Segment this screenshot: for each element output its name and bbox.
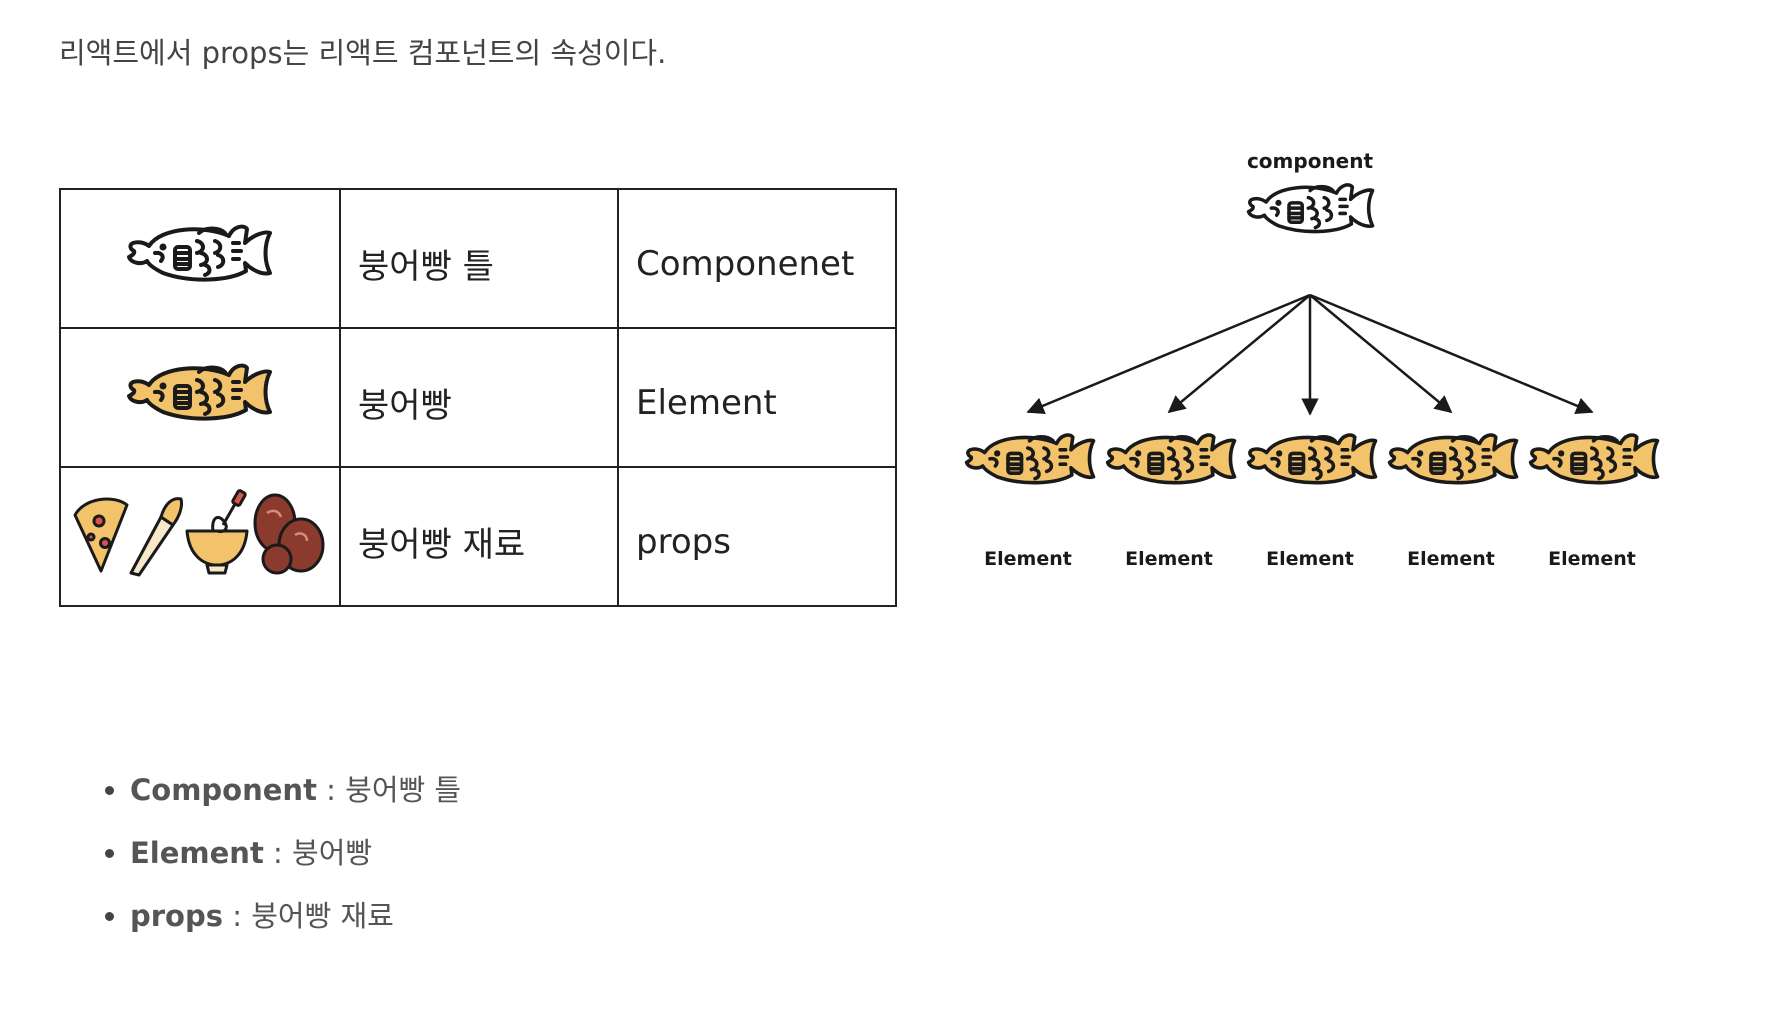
element-fish-icon [1105, 433, 1237, 485]
element-fish-icon [964, 433, 1096, 485]
arrow [1309, 293, 1594, 415]
list-term: props [130, 899, 224, 933]
row-english-cell: props [617, 466, 897, 607]
table-korean-text: 붕어빵 틀 [358, 247, 494, 287]
mixing-bowl-icon [185, 489, 249, 575]
table-row: 붕어빵 Element [59, 327, 897, 468]
list-term: Component [130, 773, 317, 807]
piping-bag-icon [129, 497, 183, 577]
component-element-diagram: component Element Element [945, 140, 1675, 580]
list-term: Element [130, 836, 264, 870]
row-icon-cell [59, 327, 341, 468]
element-fish-icon [1246, 433, 1378, 485]
list-desc: 붕어빵 틀 [345, 773, 462, 807]
table-row: 붕어빵 틀 Componenet [59, 188, 897, 329]
element-label: Element [1266, 548, 1354, 570]
list-item: Element : 붕어빵 [130, 833, 461, 873]
component-fish-icon [1246, 183, 1375, 234]
table-korean-text: 붕어빵 [358, 386, 452, 426]
element-label: Element [1548, 548, 1636, 570]
component-label: component [1247, 149, 1374, 173]
row-icon-cell [59, 188, 341, 329]
list-desc: 붕어빵 [292, 836, 373, 870]
row-icon-cell [59, 466, 341, 607]
row-english-cell: Componenet [617, 188, 897, 329]
element-label: Element [984, 548, 1072, 570]
fish-filled-icon [127, 363, 272, 421]
element-fish-icon [1387, 433, 1519, 485]
intro-text: 리액트에서 props는 리액트 컴포넌트의 속성이다. [59, 36, 667, 70]
mapping-table: 붕어빵 틀 Componenet 붕어빵 Element [59, 188, 897, 607]
row-korean-cell: 붕어빵 [339, 327, 619, 468]
list-separator: : [316, 773, 346, 807]
list-separator: : [263, 836, 293, 870]
ingredients-icons [73, 489, 325, 577]
list-item: Component : 붕어빵 틀 [130, 770, 461, 810]
pizza-icon [73, 497, 129, 573]
table-english-text: Componenet [636, 243, 855, 284]
element-label: Element [1125, 548, 1213, 570]
table-row: 붕어빵 재료 props [59, 466, 897, 607]
table-english-text: props [636, 521, 731, 562]
fish-outline-icon [127, 224, 272, 282]
red-beans-icon [253, 493, 325, 575]
list-desc: 붕어빵 재료 [251, 899, 394, 933]
element-label: Element [1407, 548, 1495, 570]
row-korean-cell: 붕어빵 재료 [339, 466, 619, 607]
element-fish-icon [1528, 433, 1660, 485]
list-item: props : 붕어빵 재료 [130, 896, 461, 936]
table-korean-text: 붕어빵 재료 [358, 525, 526, 565]
arrow [1167, 294, 1311, 414]
arrows [1026, 293, 1594, 416]
arrow [1309, 294, 1453, 414]
definition-list: Component : 붕어빵 틀 Element : 붕어빵 props : … [100, 770, 461, 959]
row-english-cell: Element [617, 327, 897, 468]
row-korean-cell: 붕어빵 틀 [339, 188, 619, 329]
list-separator: : [223, 899, 252, 933]
arrow [1026, 293, 1311, 415]
table-english-text: Element [636, 382, 777, 423]
